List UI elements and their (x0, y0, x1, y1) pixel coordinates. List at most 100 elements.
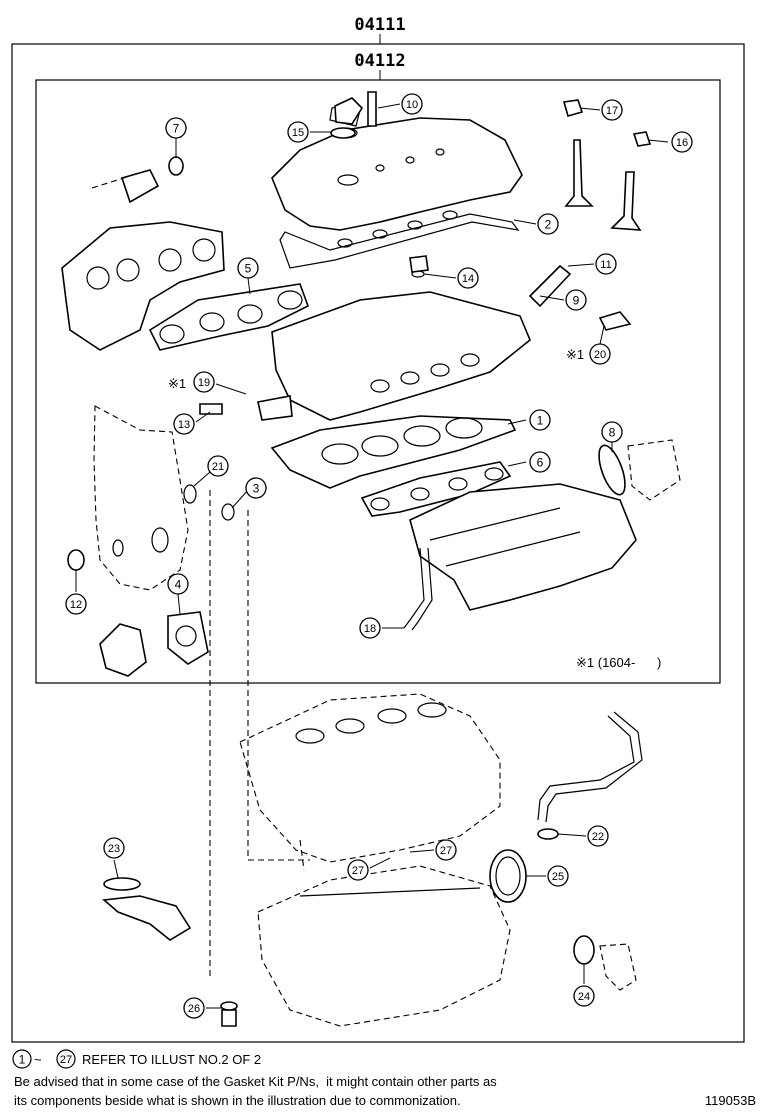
callout-8[interactable]: 8 (601, 421, 623, 443)
svg-text:15: 15 (292, 127, 304, 139)
svg-text:2: 2 (545, 218, 552, 232)
kit-number-outer: 04111 (354, 15, 405, 35)
svg-text:13: 13 (178, 419, 190, 431)
callout-14[interactable]: 14 (457, 267, 479, 289)
cylinder-head (271, 291, 531, 421)
range-start-bubble (12, 1049, 32, 1069)
callout-17[interactable]: 17 (601, 99, 623, 121)
svg-text:3: 3 (253, 482, 260, 496)
svg-text:12: 12 (70, 599, 82, 611)
svg-text:24: 24 (578, 991, 590, 1003)
drain-plug-gasket (220, 1001, 238, 1011)
callout-12[interactable]: 12 (65, 593, 87, 615)
advisory-line-2: its components beside what is shown in t… (14, 1093, 461, 1108)
callout-21[interactable]: 21 (207, 455, 229, 477)
outer-kit-frame (11, 43, 745, 1043)
svg-text:18: 18 (364, 623, 376, 635)
svg-text:17: 17 (606, 105, 618, 117)
advisory-line-1: Be advised that in some case of the Gask… (14, 1074, 497, 1089)
callout-10[interactable]: 10 (401, 93, 423, 115)
callout-5[interactable]: 5 (237, 257, 259, 279)
callout-4[interactable]: 4 (167, 573, 189, 595)
water-hose (403, 547, 425, 629)
svg-text:11: 11 (600, 259, 611, 271)
svg-text:10: 10 (406, 99, 418, 111)
exhaust-manifold-gasket (148, 283, 309, 351)
head-cover-gasket (279, 213, 520, 269)
callout-3[interactable]: 3 (245, 477, 267, 499)
timing-chain-cover (93, 405, 189, 591)
filler-cap-gasket (330, 127, 356, 139)
inner-kit-frame (35, 79, 721, 684)
svg-text:22: 22 (592, 831, 604, 843)
leader-lines (75, 103, 669, 1009)
seal-24 (573, 935, 595, 965)
callout-9[interactable]: 9 (565, 289, 587, 311)
oring-3 (221, 503, 235, 521)
svg-text:20: 20 (594, 349, 606, 361)
callout-23[interactable]: 23 (103, 837, 125, 859)
water-bypass-pipe (537, 711, 643, 840)
gasket-8 (598, 444, 626, 496)
callout-18[interactable]: 18 (359, 617, 381, 639)
svg-text:9: 9 (573, 294, 580, 308)
cover-bolt (367, 91, 377, 127)
svg-text:1: 1 (19, 1053, 26, 1067)
illustration-id: 119053B (705, 1093, 756, 1108)
cylinder-head-gasket (270, 415, 517, 489)
date-range-note: ※1 (1604- ) (576, 655, 661, 670)
range-end-bubble (56, 1049, 76, 1069)
asterisk-note-19: ※1 (168, 376, 186, 391)
callout-1[interactable]: 1 (529, 409, 551, 431)
range-tilde: ~ (34, 1052, 42, 1067)
drain-plug (221, 1009, 237, 1027)
intake-manifold-gasket (360, 461, 512, 517)
cylinder-block (239, 693, 501, 871)
callout-27-lower[interactable]: 27 (347, 859, 369, 881)
svg-text:21: 21 (212, 461, 224, 473)
callout-7[interactable]: 7 (165, 117, 187, 139)
svg-text:16: 16 (676, 137, 688, 149)
callout-2[interactable]: 2 (537, 213, 559, 235)
svg-text:1: 1 (537, 414, 544, 428)
callout-22[interactable]: 22 (587, 825, 609, 847)
svg-text:5: 5 (245, 262, 252, 276)
callout-13[interactable]: 13 (173, 413, 195, 435)
svg-text:27: 27 (352, 865, 364, 877)
exhaust-manifold (61, 169, 225, 351)
footer-range: 1 ~ 27 REFER TO ILLUST NO.2 OF 2 (12, 1049, 261, 1069)
cylinder-head-cover (271, 103, 523, 231)
svg-text:27: 27 (60, 1054, 72, 1066)
ocv-19-assembly (257, 395, 293, 421)
ocv-13 (199, 403, 223, 415)
callout-25[interactable]: 25 (547, 865, 569, 887)
sensor-20 (598, 311, 632, 331)
callout-19[interactable]: 19 (193, 371, 215, 393)
gasket-23-assembly (102, 877, 192, 941)
svg-text:8: 8 (609, 426, 616, 440)
intake-manifold (409, 483, 637, 611)
oring-21 (183, 484, 197, 504)
callout-27-upper[interactable]: 27 (435, 839, 457, 861)
svg-text:23: 23 (108, 843, 120, 855)
svg-text:19: 19 (198, 377, 210, 389)
asterisk-note-20: ※1 (566, 347, 584, 362)
plug-tube-gaskets (337, 210, 458, 248)
oil-pan (257, 865, 511, 1027)
svg-text:25: 25 (552, 871, 564, 883)
valves (562, 99, 652, 231)
callout-6[interactable]: 6 (529, 451, 551, 473)
oil-filler-cap (334, 97, 364, 125)
callout-20[interactable]: 20 (589, 343, 611, 365)
kit-number-inner: 04112 (354, 51, 405, 71)
svg-text:14: 14 (462, 273, 474, 285)
callout-24[interactable]: 24 (573, 985, 595, 1007)
callout-26[interactable]: 26 (183, 997, 205, 1019)
callout-11[interactable]: 11 (595, 253, 617, 275)
svg-text:4: 4 (175, 578, 182, 592)
svg-text:7: 7 (173, 122, 180, 136)
callout-16[interactable]: 16 (671, 131, 693, 153)
callout-15[interactable]: 15 (287, 121, 309, 143)
svg-text:6: 6 (537, 456, 544, 470)
